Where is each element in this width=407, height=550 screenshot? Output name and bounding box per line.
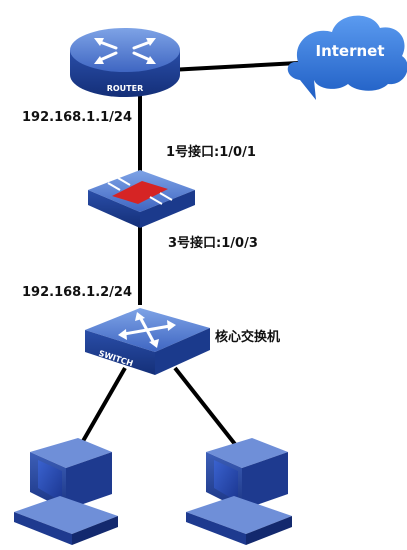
core-switch-label: 核心交换机	[215, 329, 280, 345]
firewall	[88, 170, 195, 228]
router-ip-label: 192.168.1.1/24	[22, 110, 132, 125]
pc-right	[186, 438, 292, 545]
core-switch: SWITCH	[85, 308, 210, 375]
pc-left-screen	[38, 460, 62, 502]
router-label: ROUTER	[107, 84, 144, 93]
switch-arrows-icon	[118, 312, 176, 348]
firewall-port3-label: 3号接口:1/0/3	[168, 235, 258, 251]
pc-left	[14, 438, 118, 545]
router-arrows-icon	[94, 38, 156, 64]
internet-cloud: Internet	[287, 15, 407, 100]
link-router-internet	[169, 61, 299, 72]
link-switch-pc-right	[173, 366, 240, 450]
pc-right-screen	[214, 460, 238, 502]
firewall-wall-icon	[112, 181, 168, 204]
internet-label: Internet	[315, 42, 384, 60]
switch-ip-label: 192.168.1.2/24	[22, 285, 132, 300]
firewall-arrows-icon	[107, 177, 173, 205]
router: ROUTER	[70, 28, 180, 97]
firewall-port1-label: 1号接口:1/0/1	[166, 144, 256, 160]
